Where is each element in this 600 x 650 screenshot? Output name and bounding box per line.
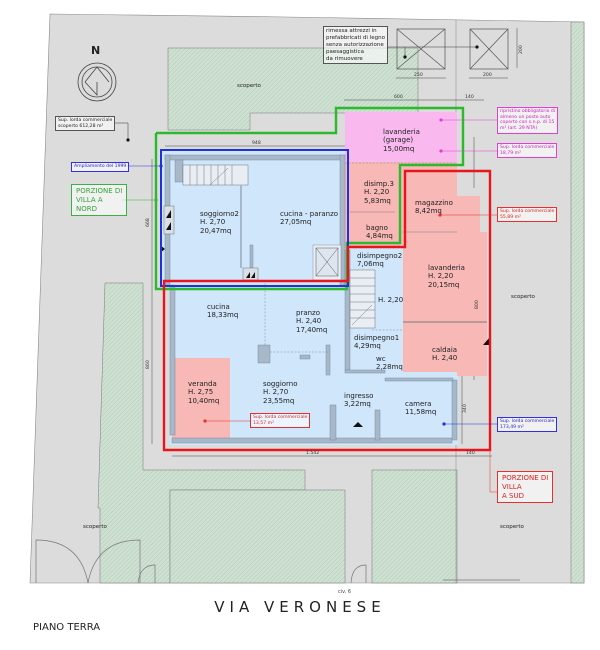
dim-bottom-right: 140 [466,451,475,456]
north-label: N [91,44,101,57]
veranda-area [172,358,230,438]
note-ampliamento: Ampliamento del 1999 [71,162,130,172]
garden-bottom-left [169,489,346,584]
label-scoperto-bottom-left: scoperto [83,524,107,530]
dim-shed1-width: 250 [414,73,423,78]
note-garage-area: Sup. lorda commerciale 18,79 m² [497,143,558,159]
dim-shed2-height: 200 [519,45,524,54]
note-south-portion: PORZIONE DI VILLA A SUD [497,471,554,504]
note-parking-restore: ripristino obbligatorio di almeno un pos… [497,107,559,134]
dim-south-width: 1.542 [306,451,320,456]
label-scoperto-right: scoperto [511,294,535,300]
dim-north-width: 948 [252,141,261,146]
shed-2 [469,28,509,70]
note-veranda-area: Sup. lorda commerciale 13,57 m² [250,413,311,429]
dim-north-depth: 668 [146,218,151,227]
label-scoperto-top: scoperto [237,83,261,89]
room-stair-height: H. 2,20 [378,296,404,304]
street-name: VIA VERONESE [214,598,386,616]
north-compass [77,62,117,102]
dim-camera-depth: 340 [463,404,468,413]
garden-strip-right [570,21,585,584]
plan-title: PIANO TERRA [33,622,101,633]
room-lavanderia-garage: lavanderia (garage)15,00mq [383,128,420,153]
outline-ampliamento [160,149,349,287]
dim-east-depth: 800 [475,300,480,309]
note-north-portion: PORZIONE DI VILLA A NORD [71,184,128,217]
garden-top [167,47,419,131]
note-east-area: Sup. lorda commerciale 55,89 m² [497,207,558,223]
dim-garage-width: 600 [394,95,403,100]
note-shed: rimessa attrezzi in prefabbricati di leg… [323,26,388,65]
dim-shed2-width: 200 [483,73,492,78]
outline-north-portion [154,106,465,291]
civic-number: civ. 6 [338,589,352,595]
shed-1 [396,28,446,70]
dim-south-depth: 860 [146,360,151,369]
garage-area [345,112,457,162]
note-main-area: Sup. lorda commerciale 173,49 m² [497,417,558,433]
note-scoperto-area: Sup. lorda commerciale scoperto 612,28 m… [55,116,116,132]
label-scoperto-bottom-right: scoperto [500,524,524,530]
dim-right-strip: 140 [465,95,474,100]
outline-south-portion [162,169,492,452]
garden-bottom-middle [371,469,458,584]
